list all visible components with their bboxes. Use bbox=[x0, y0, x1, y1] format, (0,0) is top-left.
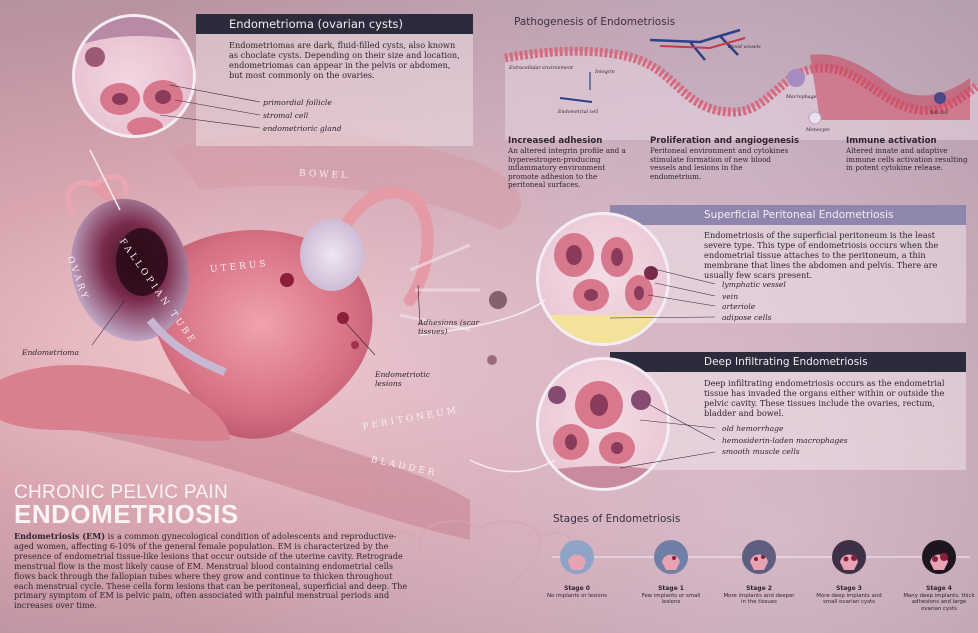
stages-title: Stages of Endometriosis bbox=[553, 513, 681, 525]
deep-title: Deep Infiltrating Endometriosis bbox=[704, 356, 868, 368]
deep-text: Deep infiltrating endometriosis occurs a… bbox=[704, 378, 945, 418]
superficial-text: Endometriosis of the superficial periton… bbox=[704, 230, 939, 280]
deep-label-hemorrhage: old hemorrhage bbox=[722, 424, 784, 433]
pathogenesis-label-macrophage: Macrophage bbox=[786, 95, 817, 100]
label-adhesions: Adhesions (scar tissues) bbox=[418, 318, 480, 336]
stage-2-desc: More implants and deeper in the tissues bbox=[723, 593, 795, 606]
step-immune-text: Altered innate and adaptive immune cells… bbox=[846, 146, 968, 173]
deep-label-macrophages: hemosiderin-laden macrophages bbox=[722, 436, 848, 445]
stage-2-icon bbox=[742, 540, 776, 574]
stage-0-desc: No implants or lesions bbox=[547, 593, 607, 599]
pathogenesis-label-blood-vessels: Blood vessels bbox=[728, 45, 761, 50]
label-lesions: Endometriotic lesions bbox=[375, 370, 430, 388]
pathogenesis-label-integrin: Integrin bbox=[595, 70, 615, 75]
pathogenesis-label-nk-cell: NK cell bbox=[930, 111, 948, 116]
intro-paragraph: Endometriosis (EM) is a common gynecolog… bbox=[14, 531, 410, 611]
step-adhesion-text: An altered integrin profile and a hypere… bbox=[508, 146, 626, 190]
endometrioma-label-stromal: stromal cell bbox=[263, 111, 309, 120]
stage-1-desc: Few implants or small lesions bbox=[641, 593, 701, 606]
stage-0-label: Stage 0 bbox=[564, 585, 590, 592]
stage-2-label: Stage 2 bbox=[746, 585, 772, 592]
intro-text: is a common gynecological condition of a… bbox=[14, 531, 408, 611]
stage-1-icon bbox=[654, 540, 688, 574]
endometrioma-zoom-circle bbox=[72, 14, 196, 138]
endometrioma-title: Endometrioma (ovarian cysts) bbox=[229, 17, 403, 31]
stage-3-label: Stage 3 bbox=[836, 585, 862, 592]
endometrioma-header: Endometrioma (ovarian cysts) bbox=[196, 14, 473, 34]
pathogenesis-title: Pathogenesis of Endometriosis bbox=[514, 16, 676, 28]
stage-4-desc: Many deep implants, thick adhesions and … bbox=[903, 593, 975, 612]
stage-4-icon bbox=[922, 540, 956, 574]
superficial-label-arteriole: arteriole bbox=[722, 302, 756, 311]
endometrioma-label-follicle: primordial follicle bbox=[263, 98, 332, 107]
pathogenesis-label-endometrial-cell: Endometrial cell bbox=[558, 110, 599, 115]
label-endometrioma: Endometrioma bbox=[22, 348, 79, 357]
stage-1-label: Stage 1 bbox=[658, 585, 684, 592]
title-kicker: CHRONIC PELVIC PAIN bbox=[14, 482, 229, 503]
pathogenesis-label-monocyte: Monocyte bbox=[806, 128, 830, 133]
superficial-label-vein: vein bbox=[722, 292, 739, 301]
stage-0-icon bbox=[560, 540, 594, 574]
step-proliferation-text: Peritoneal environment and cytokines sti… bbox=[650, 146, 789, 181]
step-immune-title: Immune activation bbox=[846, 136, 937, 146]
endometrioma-text: Endometriomas are dark, fluid-filled cys… bbox=[229, 40, 460, 80]
title-main: ENDOMETRIOSIS bbox=[14, 499, 239, 529]
stage-3-desc: More deep implants and small ovarian cys… bbox=[816, 593, 882, 606]
step-proliferation-title: Proliferation and angiogenesis bbox=[650, 136, 800, 146]
stage-3-icon bbox=[832, 540, 866, 574]
deep-header: Deep Infiltrating Endometriosis bbox=[610, 352, 966, 372]
pathogenesis-label-extracellular: Extracellular environment bbox=[509, 66, 574, 71]
intro-lead: Endometriosis (EM) bbox=[14, 531, 106, 541]
superficial-title: Superficial Peritoneal Endometriosis bbox=[704, 209, 894, 221]
deep-zoom-circle bbox=[536, 357, 670, 491]
superficial-zoom-circle bbox=[536, 212, 670, 346]
superficial-header: Superficial Peritoneal Endometriosis bbox=[610, 205, 966, 225]
superficial-label-adipose: adipose cells bbox=[722, 313, 772, 322]
superficial-label-lymphatic: lymphatic vessel bbox=[722, 280, 786, 289]
step-adhesion-title: Increased adhesion bbox=[508, 136, 603, 146]
endometrioma-label-gland: endometrioric gland bbox=[263, 124, 342, 133]
deep-label-smooth-muscle: smooth muscle cells bbox=[722, 447, 800, 456]
stage-4-label: Stage 4 bbox=[926, 585, 952, 592]
